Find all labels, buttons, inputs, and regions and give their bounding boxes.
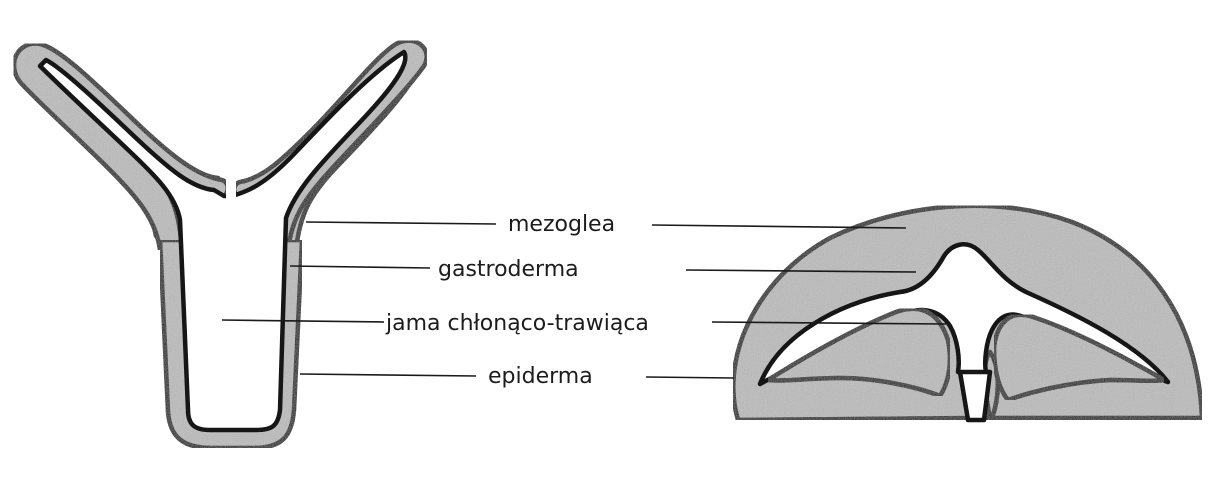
leader-mezoglea-left bbox=[306, 222, 496, 224]
medusa-section bbox=[733, 206, 1202, 420]
polyp-mouth-opening bbox=[226, 170, 236, 210]
leader-gastroderma-left bbox=[290, 266, 430, 268]
label-jama-chlonaco-trawiaca: jama chłonąco-trawiąca bbox=[385, 311, 649, 336]
gastrovascular-cavity bbox=[40, 52, 405, 430]
polyp-section bbox=[14, 41, 427, 448]
leader-epiderma-left bbox=[300, 374, 476, 376]
label-gastroderma: gastroderma bbox=[438, 257, 579, 282]
label-mezoglea: mezoglea bbox=[508, 212, 615, 237]
leader-epiderma-right bbox=[646, 377, 734, 378]
label-epiderma: epiderma bbox=[488, 364, 593, 389]
labels: mezoglea gastroderma jama chłonąco-trawi… bbox=[385, 212, 649, 389]
